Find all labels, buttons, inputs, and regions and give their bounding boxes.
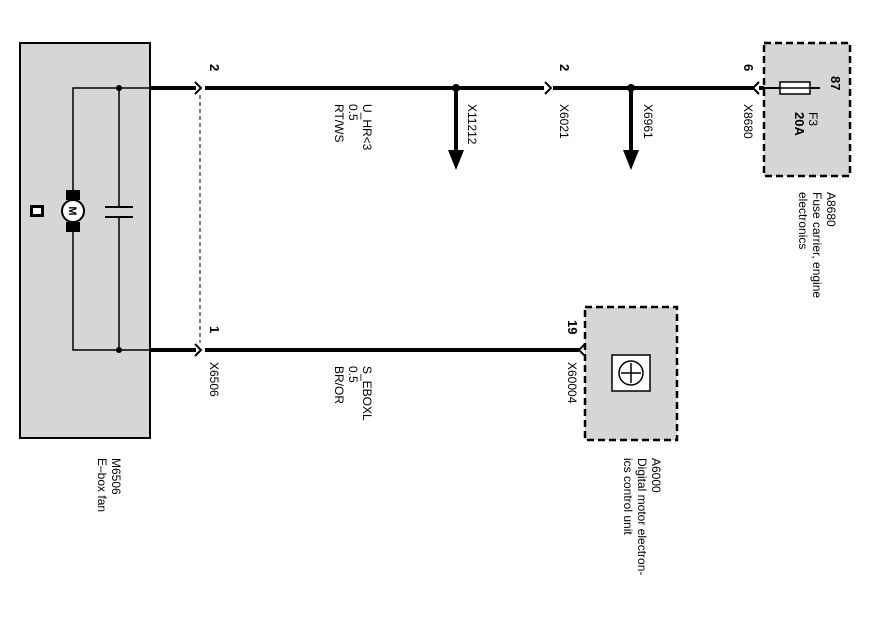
wire-bottom-signal: S_EBOXL xyxy=(360,366,374,421)
fan-id-label: M6506 xyxy=(109,458,123,495)
wire-top-size: 0.5 xyxy=(346,104,360,121)
connector-chevron xyxy=(544,81,553,95)
dme-name-2: ics control unit xyxy=(621,458,635,535)
fuse-pin-87: 87 xyxy=(828,76,843,90)
fuse-carrier-name-2: electronics xyxy=(796,192,810,249)
connector-chevron xyxy=(194,81,203,95)
pin-dme-19: 19 xyxy=(565,320,580,334)
connector-x6021-label: X6021 xyxy=(557,104,571,139)
wire-bottom-size: 0.5 xyxy=(346,366,360,383)
junction-dot xyxy=(116,85,122,91)
splice-x6961[interactable] xyxy=(623,84,639,170)
connector-chevron xyxy=(194,343,203,357)
fan-name-label: E–box fan xyxy=(95,458,109,512)
control-unit-icon xyxy=(611,354,651,392)
pin-x8680: 6 xyxy=(741,64,756,71)
motor-label: M xyxy=(66,206,78,215)
fuse-carrier-component[interactable] xyxy=(762,41,852,178)
connector-chevron xyxy=(577,343,586,357)
wire-top-color: RT/WS xyxy=(332,104,346,142)
connector-x11212-label: X11212 xyxy=(465,104,479,145)
junction-dot xyxy=(116,347,122,353)
pin-fan-bottom: 1 xyxy=(207,326,222,333)
connector-x6961-label: X6961 xyxy=(641,104,655,139)
fuse-name-label: F3 xyxy=(806,112,820,126)
pin-x6021: 2 xyxy=(557,64,572,71)
ground-icon xyxy=(30,205,44,217)
splice-x11212[interactable] xyxy=(448,84,464,170)
pin-fan-top: 2 xyxy=(207,64,222,71)
fuse-icon xyxy=(764,81,820,95)
dme-name-1: Digital motor electron- xyxy=(635,458,649,575)
dme-id: A6000 xyxy=(649,458,663,493)
connector-x60004-label: X60004 xyxy=(565,362,579,404)
e-box-fan-component[interactable] xyxy=(19,42,151,439)
fuse-carrier-id: A8680 xyxy=(824,192,838,227)
motor-icon xyxy=(61,190,85,232)
capacitor-gap xyxy=(112,208,126,216)
wire-bottom-color: BR/OR xyxy=(332,366,346,404)
wire-top-signal: U_HR<3 xyxy=(360,104,374,151)
fuse-carrier-name-1: Fuse carrier, engine xyxy=(810,192,824,298)
fuse-rating-label: 20A xyxy=(792,112,807,136)
connector-x6506-label: X6506 xyxy=(207,362,221,397)
connector-chevron xyxy=(751,81,760,95)
connector-x8680-label: X8680 xyxy=(741,104,755,139)
